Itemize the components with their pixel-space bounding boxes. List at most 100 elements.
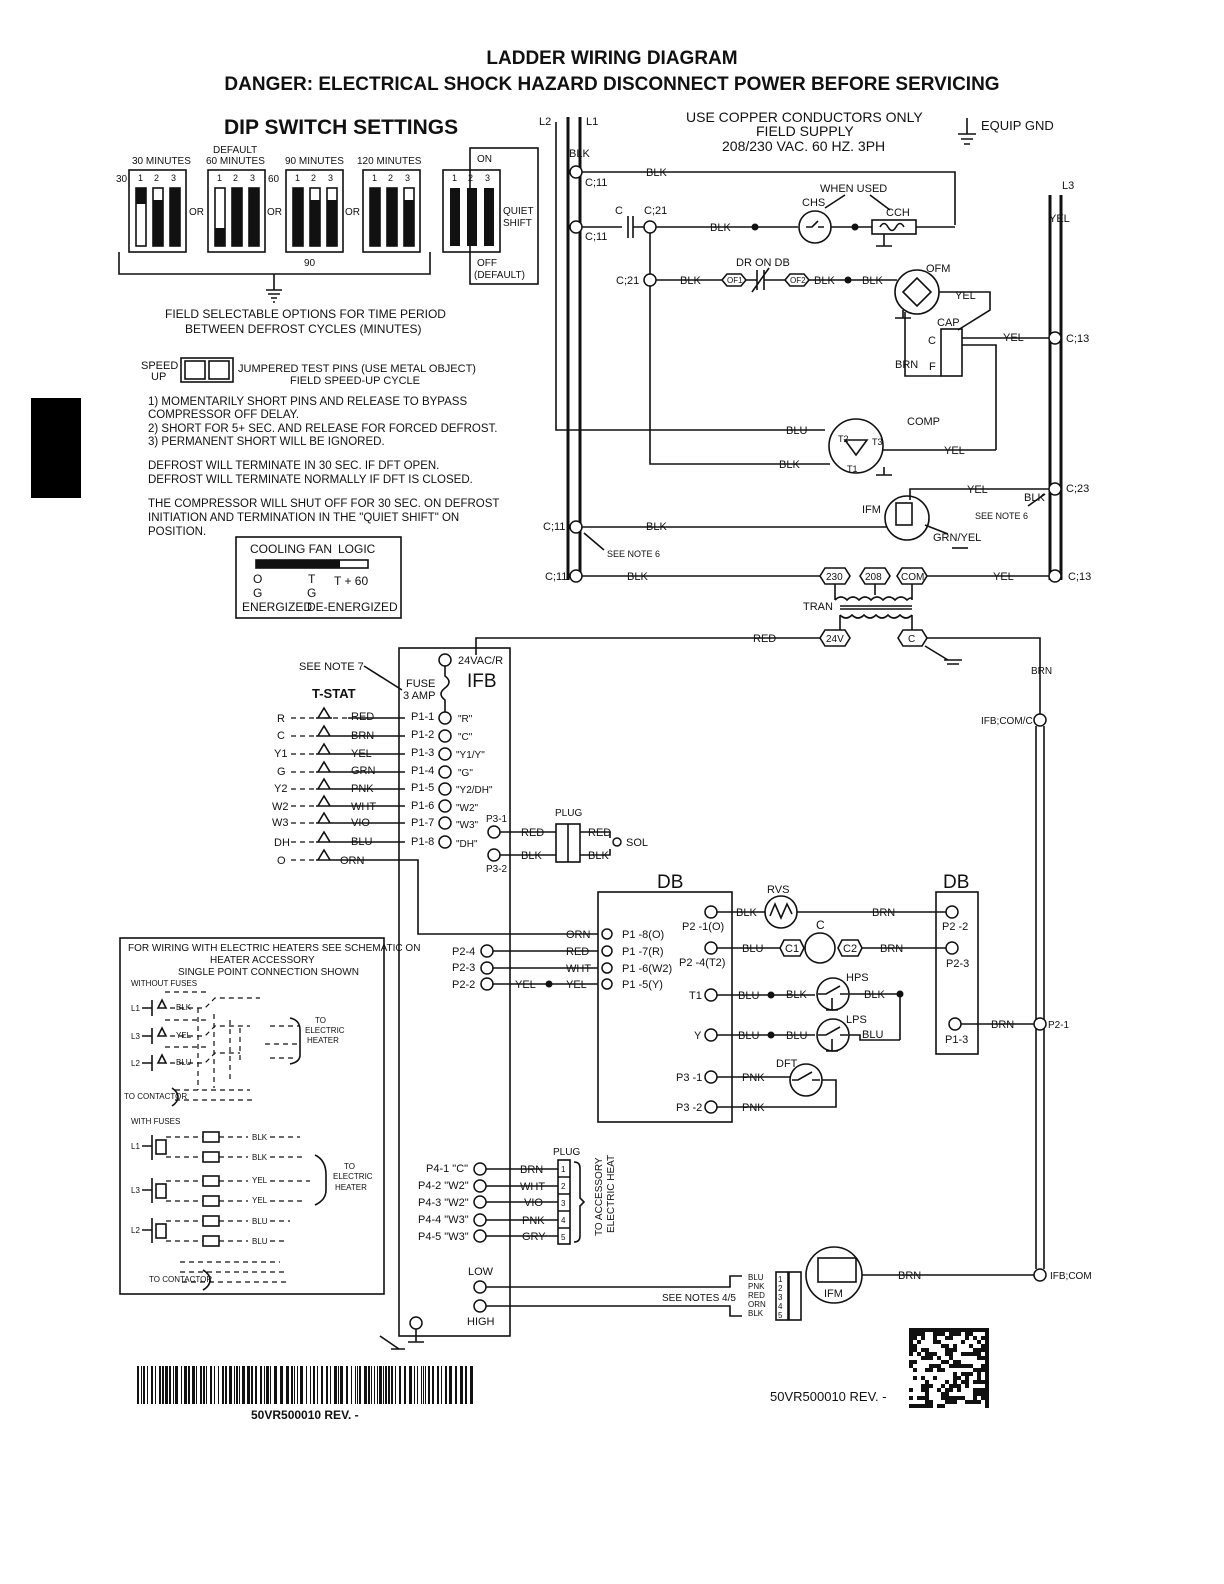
dip-left-30: 30 <box>116 174 128 185</box>
svg-text:P1-7: P1-7 <box>411 817 434 829</box>
dip-block-90: 1 2 3 <box>285 169 344 253</box>
svg-text:DB: DB <box>657 872 683 893</box>
svg-text:OFM: OFM <box>926 263 950 275</box>
svg-text:RED: RED <box>588 827 611 839</box>
svg-text:"Y1/Y": "Y1/Y" <box>456 750 485 761</box>
svg-text:Y: Y <box>694 1030 702 1042</box>
svg-text:BLK: BLK <box>779 459 800 471</box>
svg-text:GRY: GRY <box>522 1231 546 1243</box>
svg-text:DFT: DFT <box>776 1058 798 1070</box>
quiet-note-3: POSITION. <box>148 526 206 538</box>
svg-text:YEL: YEL <box>967 484 988 496</box>
svg-text:OF1: OF1 <box>727 276 743 285</box>
svg-text:T-STAT: T-STAT <box>312 686 356 701</box>
svg-text:IFB;COM: IFB;COM <box>1050 1271 1092 1282</box>
dip-option-60: 60 MINUTES <box>206 156 265 167</box>
svg-text:BLU: BLU <box>748 1273 764 1282</box>
svg-text:DH: DH <box>274 837 290 849</box>
data-matrix-code <box>909 1328 989 1408</box>
svg-text:BLU: BLU <box>738 1030 759 1042</box>
svg-text:P1-5: P1-5 <box>411 782 434 794</box>
svg-text:3: 3 <box>778 1293 783 1302</box>
svg-text:YEL: YEL <box>955 290 976 302</box>
svg-text:SEE NOTE 7: SEE NOTE 7 <box>299 661 364 673</box>
svg-text:LOGIC: LOGIC <box>338 542 376 556</box>
svg-text:RED: RED <box>748 1291 765 1300</box>
svg-text:DE-ENERGIZED: DE-ENERGIZED <box>307 600 398 614</box>
svg-text:BLK: BLK <box>627 571 648 583</box>
supply-voltage: 208/230 VAC. 60 HZ. 3PH <box>722 138 885 154</box>
svg-text:BLK: BLK <box>252 1153 268 1162</box>
svg-text:"C": "C" <box>458 732 473 743</box>
speedup-note-1: 1) MOMENTARILY SHORT PINS AND RELEASE TO… <box>148 396 467 408</box>
svg-text:5: 5 <box>561 1233 566 1242</box>
svg-text:P1 -8(O): P1 -8(O) <box>622 929 664 941</box>
svg-text:P1-6: P1-6 <box>411 800 434 812</box>
svg-text:BLU: BLU <box>738 990 759 1002</box>
svg-text:C;21: C;21 <box>644 205 667 217</box>
svg-text:BLU: BLU <box>252 1217 268 1226</box>
svg-text:TO CONTACTOR: TO CONTACTOR <box>124 1092 187 1101</box>
svg-text:COOLING FAN: COOLING FAN <box>250 542 332 556</box>
svg-text:HEATER: HEATER <box>335 1183 367 1192</box>
svg-text:C2: C2 <box>843 943 857 955</box>
copper-note: USE COPPER CONDUCTORS ONLY <box>686 109 923 125</box>
svg-text:GRN: GRN <box>351 765 376 777</box>
svg-text:208: 208 <box>865 572 882 583</box>
svg-text:P1 -6(W2): P1 -6(W2) <box>622 963 672 975</box>
svg-text:CHS: CHS <box>802 197 825 209</box>
speed-up-section: SPEED UP JUMPERED TEST PINS (USE METAL O… <box>141 357 499 538</box>
svg-text:P1-2: P1-2 <box>411 729 434 741</box>
svg-text:3: 3 <box>405 173 410 183</box>
svg-text:P1-3: P1-3 <box>945 1034 968 1046</box>
svg-text:PNK: PNK <box>742 1102 765 1114</box>
svg-text:ON: ON <box>477 154 492 165</box>
svg-text:G: G <box>307 586 316 600</box>
svg-text:YEL: YEL <box>252 1196 268 1205</box>
svg-text:IFB: IFB <box>467 671 497 692</box>
svg-text:P2-4: P2-4 <box>452 946 475 958</box>
svg-text:C;11: C;11 <box>543 521 565 533</box>
svg-text:FOR WIRING WITH ELECTRIC HEATE: FOR WIRING WITH ELECTRIC HEATERS SEE SCH… <box>128 943 420 954</box>
svg-text:P1-8: P1-8 <box>411 836 434 848</box>
svg-text:2: 2 <box>468 173 473 183</box>
svg-text:T1: T1 <box>847 464 858 474</box>
dip-or-2: OR <box>267 207 282 218</box>
svg-text:BLK: BLK <box>748 1309 764 1318</box>
equip-gnd-label: EQUIP GND <box>981 118 1054 133</box>
svg-text:OF2: OF2 <box>790 276 806 285</box>
svg-text:YEL: YEL <box>1049 213 1070 225</box>
svg-text:L3: L3 <box>131 1032 140 1041</box>
svg-text:2: 2 <box>561 1182 566 1191</box>
svg-text:C;11: C;11 <box>585 231 607 243</box>
svg-text:T: T <box>308 572 316 586</box>
dip-below-90: 90 <box>304 258 316 269</box>
svg-text:BLU: BLU <box>742 943 763 955</box>
field-supply: FIELD SUPPLY <box>756 123 854 139</box>
svg-text:"W3": "W3" <box>456 820 479 831</box>
svg-text:SEE NOTE 6: SEE NOTE 6 <box>975 511 1028 521</box>
cooling-fan-logic-box: COOLING FAN LOGIC O T T + 60 G G ENERGIZ… <box>235 536 402 619</box>
quiet-note-2: INITIATION AND TERMINATION IN THE "QUIET… <box>148 512 459 524</box>
svg-text:LPS: LPS <box>846 1014 867 1026</box>
svg-text:C1: C1 <box>785 943 799 955</box>
danger-warning: DANGER: ELECTRICAL SHOCK HAZARD DISCONNE… <box>224 74 1000 95</box>
svg-text:HPS: HPS <box>846 972 869 984</box>
svg-text:CAP: CAP <box>937 317 960 329</box>
svg-text:1: 1 <box>138 173 143 183</box>
svg-text:BLK: BLK <box>646 167 667 179</box>
svg-text:L1: L1 <box>131 1142 140 1151</box>
svg-text:"G": "G" <box>458 768 473 779</box>
svg-text:WHEN USED: WHEN USED <box>820 183 887 195</box>
svg-text:L1: L1 <box>131 1004 140 1013</box>
svg-text:ORN: ORN <box>748 1300 766 1309</box>
svg-text:FUSE: FUSE <box>406 678 435 690</box>
svg-text:P4-5 "W3": P4-5 "W3" <box>418 1231 469 1243</box>
svg-text:1: 1 <box>778 1275 783 1284</box>
svg-text:BRN: BRN <box>1031 666 1052 677</box>
defrost-note-1: DEFROST WILL TERMINATE IN 30 SEC. IF DFT… <box>148 460 439 472</box>
svg-text:PNK: PNK <box>351 783 374 795</box>
